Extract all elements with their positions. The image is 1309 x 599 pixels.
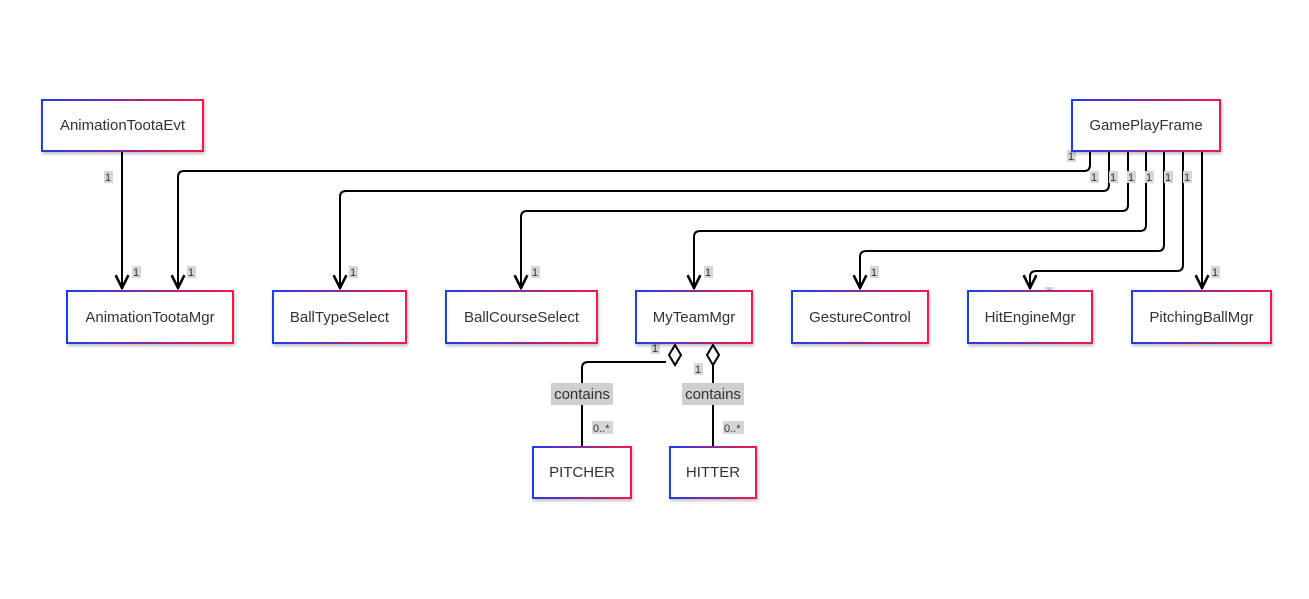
mult-frame-gesture-source: 1 [1146,172,1152,184]
node-ball-type-select[interactable]: BallTypeSelect [272,290,407,344]
mult-frame-ballcourse-source: 1 [1110,172,1116,184]
mult-frame-balltype-source: 1 [1091,172,1097,184]
aggregation-diamond-pitcher [667,343,683,367]
edge-frame-to-pitching: 1 1 [1183,151,1220,288]
label-contains-hitter: contains [685,386,741,403]
node-hit-engine-mgr[interactable]: HitEngineMgr [967,290,1093,344]
node-animation-toota-evt[interactable]: AnimationTootaEvt [41,99,204,152]
edge-frame-to-ball-type: 1 1 [340,151,1110,288]
mult-pitcher-target: 0..* [593,423,610,435]
mult-frame-animation-source: 1 [1068,151,1074,163]
mult-hitter-source: 1 [695,364,701,376]
mult-frame-gesture-target: 1 [871,267,877,279]
mult-frame-hitengine-source: 1 [1165,172,1171,184]
node-pitcher[interactable]: PITCHER [532,446,632,499]
mult-pitcher-source: 1 [652,343,658,355]
node-ball-course-select[interactable]: BallCourseSelect [445,290,598,344]
label-contains-pitcher: contains [554,386,610,403]
mult-frame-pitching-target: 1 [1212,267,1218,279]
node-pitching-ball-mgr[interactable]: PitchingBallMgr [1131,290,1272,344]
mult-frame-pitching-source: 1 [1184,172,1190,184]
node-hitter[interactable]: HITTER [669,446,757,499]
node-my-team-mgr[interactable]: MyTeamMgr [635,290,753,344]
node-game-play-frame[interactable]: GamePlayFrame [1071,99,1221,152]
aggregation-diamond-hitter [705,343,721,367]
mult-frame-myteam-source: 1 [1128,172,1134,184]
mult-evt-target: 1 [133,267,139,279]
mult-frame-ballcourse-target: 1 [532,267,538,279]
node-animation-toota-mgr[interactable]: AnimationTootaMgr [66,290,234,344]
mult-hitter-target: 0..* [724,423,741,435]
mult-frame-balltype-target: 1 [350,267,356,279]
edge-frame-to-animation-mgr: 1 1 [178,150,1091,288]
edge-frame-to-hit-engine: 1 1 [1030,151,1184,300]
node-gesture-control[interactable]: GestureControl [791,290,929,344]
edge-frame-to-gesture: 1 1 [860,151,1165,288]
edge-evt-to-animation-mgr: 1 1 [104,151,141,288]
edge-team-contains-hitter: 1 contains 0..* [682,343,744,446]
edge-frame-to-ball-course: 1 1 [521,151,1129,288]
edge-frame-to-my-team: 1 1 [694,151,1147,288]
edge-team-contains-pitcher: 1 contains 0..* [551,342,683,446]
mult-frame-myteam-target: 1 [705,267,711,279]
mult-frame-animation-target: 1 [188,267,194,279]
mult-evt-source: 1 [105,172,111,184]
